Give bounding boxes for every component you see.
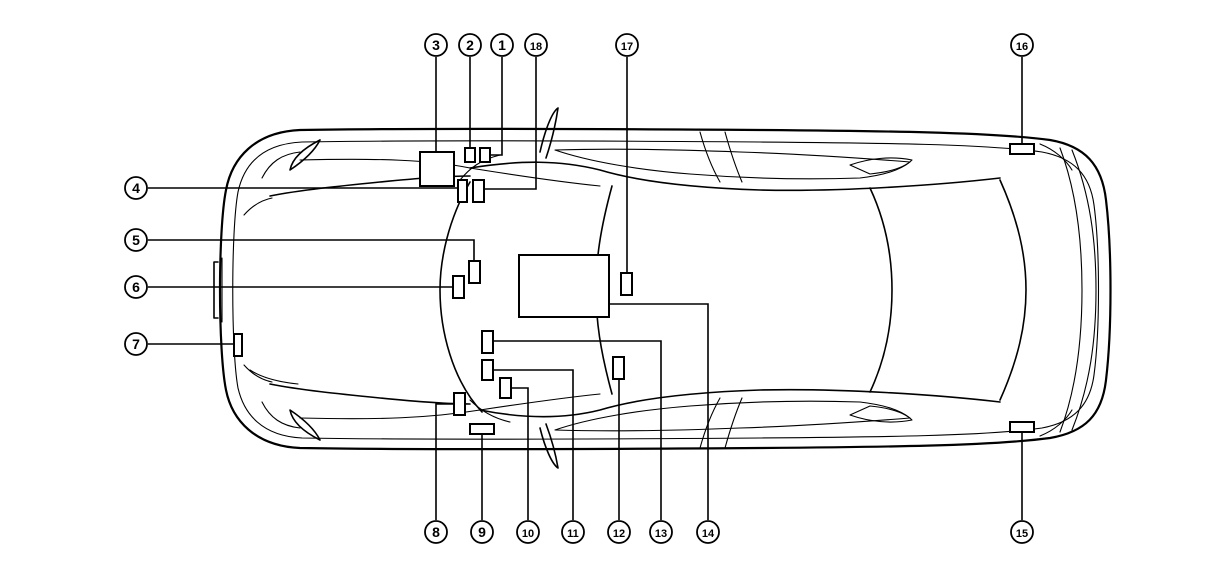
side-window-top-divider xyxy=(699,131,743,183)
component-6-box xyxy=(452,275,465,299)
leader-1 xyxy=(490,57,503,156)
fender-line-bottom xyxy=(469,399,511,423)
headlight-right xyxy=(261,401,301,429)
callout-9: 9 xyxy=(470,520,494,544)
callout-7-label: 7 xyxy=(132,336,140,352)
callout-1: 1 xyxy=(490,33,514,57)
callout-11-label: 11 xyxy=(567,528,579,540)
hood-crease-lower xyxy=(299,393,601,420)
callout-3: 3 xyxy=(424,33,448,57)
component-15-box xyxy=(1009,421,1035,433)
front-bumper-line xyxy=(243,197,273,383)
callout-8-label: 8 xyxy=(432,524,440,540)
callout-6-label: 6 xyxy=(132,279,140,295)
rear-light-top xyxy=(1039,143,1073,171)
a-pillar-top xyxy=(469,161,1001,192)
leader-lines xyxy=(148,57,1023,520)
callout-5-label: 5 xyxy=(132,232,140,248)
leader-8 xyxy=(435,403,454,520)
component-4-box xyxy=(457,179,468,203)
side-window-bottom-divider xyxy=(699,397,743,449)
leader-18 xyxy=(484,57,537,190)
trunk-line xyxy=(1059,147,1083,433)
callout-11: 11 xyxy=(561,520,585,544)
component-13-box xyxy=(481,330,494,354)
component-8-box xyxy=(453,392,466,416)
leader-11 xyxy=(493,369,574,520)
callout-17-label: 17 xyxy=(621,41,633,53)
a-pillar-bottom xyxy=(479,388,1001,418)
headlight-swoop-bottom xyxy=(249,369,299,385)
component-5-box xyxy=(468,260,481,284)
callout-16: 16 xyxy=(1010,33,1034,57)
leader-14 xyxy=(609,303,709,520)
callout-10: 10 xyxy=(516,520,540,544)
side-window-bottom-rear xyxy=(849,405,913,423)
car-body xyxy=(213,107,1112,469)
side-mirror-top xyxy=(539,107,559,159)
callout-14: 14 xyxy=(696,520,720,544)
callout-badges: 3 2 1 18 17 16 4 5 6 7 8 9 10 11 12 13 1… xyxy=(124,33,1034,544)
side-mirror-bottom xyxy=(539,423,559,469)
component-1-box xyxy=(479,147,491,163)
leader-5 xyxy=(148,239,475,261)
leader-13 xyxy=(493,340,662,520)
component-7-box xyxy=(233,333,243,357)
rear-bumper-line xyxy=(1071,149,1097,431)
callout-18-label: 18 xyxy=(530,41,542,53)
component-9-box xyxy=(469,423,495,435)
components xyxy=(233,143,1035,435)
callout-15-label: 15 xyxy=(1016,528,1028,540)
callout-7: 7 xyxy=(124,332,148,356)
component-2-box xyxy=(464,147,476,163)
side-window-bottom xyxy=(554,400,911,432)
callout-12: 12 xyxy=(607,520,631,544)
front-fender-top xyxy=(289,139,321,171)
leader-10 xyxy=(511,387,529,520)
callout-14-label: 14 xyxy=(702,528,715,540)
component-16-box xyxy=(1009,143,1035,155)
fender-line-top xyxy=(459,154,501,181)
front-grille xyxy=(213,261,219,319)
component-14-box xyxy=(518,254,610,318)
callout-15: 15 xyxy=(1010,520,1034,544)
callout-16-label: 16 xyxy=(1016,41,1028,53)
component-12-box xyxy=(612,356,625,380)
wheel-arch-rl xyxy=(269,383,471,405)
callout-13-label: 13 xyxy=(655,528,667,540)
callout-4: 4 xyxy=(124,176,148,200)
callout-5: 5 xyxy=(124,228,148,252)
callout-13: 13 xyxy=(649,520,673,544)
side-window-top xyxy=(554,148,911,180)
hood-windshield-curve xyxy=(439,181,483,413)
front-fender-bottom xyxy=(289,409,321,441)
side-window-top-rear xyxy=(849,157,913,175)
callout-2: 2 xyxy=(458,33,482,57)
callout-9-label: 9 xyxy=(478,524,486,540)
rear-window-edge xyxy=(999,179,1027,401)
callout-6: 6 xyxy=(124,275,148,299)
callout-17: 17 xyxy=(615,33,639,57)
callout-4-label: 4 xyxy=(132,180,140,196)
component-11-box xyxy=(481,359,494,381)
callout-10-label: 10 xyxy=(522,528,534,540)
car-outline xyxy=(218,127,1112,451)
component-18-box xyxy=(472,179,485,203)
headlight-left xyxy=(261,151,301,179)
car-inner-outline xyxy=(232,140,1100,440)
component-3-box xyxy=(419,151,455,187)
callout-1-label: 1 xyxy=(498,37,506,53)
component-10-box xyxy=(499,377,512,399)
component-17-box xyxy=(620,272,633,296)
callout-3-label: 3 xyxy=(432,37,440,53)
rear-light-bottom xyxy=(1039,409,1073,437)
callout-2-label: 2 xyxy=(466,37,474,53)
callout-12-label: 12 xyxy=(613,528,625,540)
roof-rear-edge xyxy=(869,187,893,393)
callout-8: 8 xyxy=(424,520,448,544)
callout-18: 18 xyxy=(524,33,548,57)
